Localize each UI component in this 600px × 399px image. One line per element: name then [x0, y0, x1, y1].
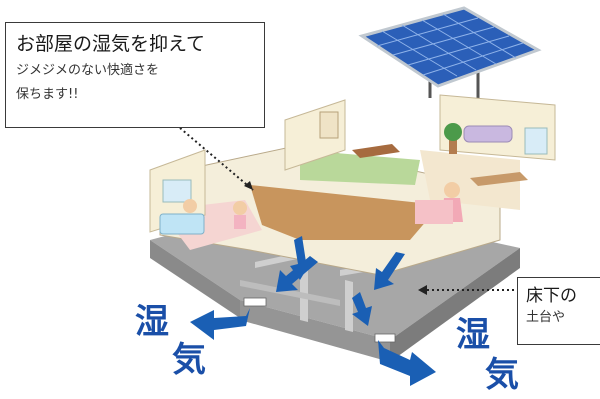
callout-line-1: ジメジメのない快適さを: [16, 63, 160, 78]
humidity-label-left-2: 気: [172, 340, 206, 380]
callout-right-line-1: 土台や: [526, 310, 566, 325]
callout-right-heading: 床下の: [526, 286, 577, 306]
humidity-label-right-2: 気: [485, 355, 519, 395]
callout-line-2: 保ちます!!: [16, 87, 79, 102]
airflow-arrow-icon: [190, 236, 436, 386]
leader-line-top: [179, 127, 254, 191]
plant-icon: [444, 123, 462, 154]
humidity-label-left-1: 湿: [135, 302, 169, 342]
bathtub-icon: [159, 199, 205, 235]
child-figure: [233, 201, 247, 229]
kitchen-counter: [415, 200, 453, 224]
table-icon: [352, 144, 528, 186]
solar-panel-icon: [358, 6, 542, 104]
callout-underfloor: 床下の 土台や: [517, 277, 600, 345]
humidity-label-right-1: 湿: [456, 315, 490, 355]
callout-humidity-control: お部屋の湿気を抑えて ジメジメのない快適さを 保ちます!!: [5, 22, 265, 128]
house-floor-plan: [149, 94, 556, 276]
sofa-icon: [463, 125, 513, 143]
callout-heading: お部屋の湿気を抑えて: [16, 33, 206, 55]
